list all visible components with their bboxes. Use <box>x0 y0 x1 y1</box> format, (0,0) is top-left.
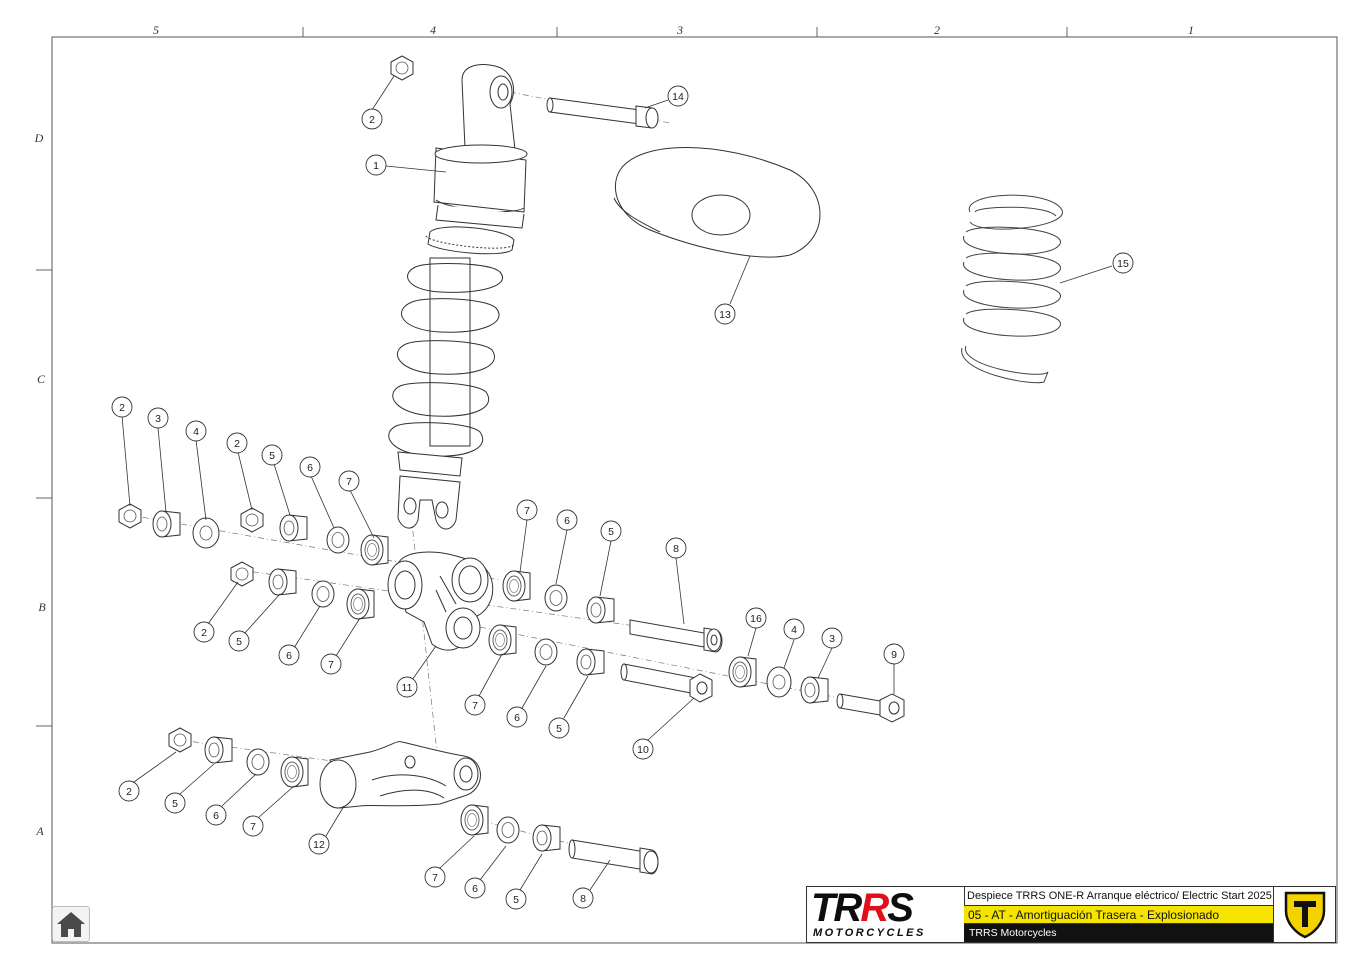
callout-6: 6 <box>213 810 219 822</box>
home-icon <box>57 912 85 937</box>
zone-column-3: 3 <box>676 23 683 37</box>
callout-2: 2 <box>234 438 240 450</box>
callout-5: 5 <box>608 526 614 538</box>
callout-8: 8 <box>580 893 586 905</box>
connecting-rod-link <box>319 741 481 809</box>
zone-column-2: 2 <box>934 23 940 37</box>
callout-1: 1 <box>373 160 379 172</box>
company-name: TRRS Motorcycles <box>964 924 1273 942</box>
linkage-hardware-lower-right <box>488 624 905 723</box>
callout-4: 4 <box>791 624 797 636</box>
trrs-logo: TRRS MOTORCYCLES <box>807 887 965 942</box>
callout-2: 2 <box>119 402 125 414</box>
callout-11: 11 <box>402 682 413 694</box>
callout-7: 7 <box>250 821 256 833</box>
zone-row-b: B <box>38 600 46 614</box>
callout-7: 7 <box>524 505 530 517</box>
callout-6: 6 <box>472 883 478 895</box>
title-block: TRRS MOTORCYCLES Despiece TRRS ONE-R Arr… <box>806 886 1336 943</box>
zone-row-c: C <box>37 372 46 386</box>
callout-7: 7 <box>472 700 478 712</box>
callout-15: 15 <box>1117 258 1129 270</box>
zone-column-1: 1 <box>1188 23 1194 37</box>
zone-labels: 5 4 3 2 1 D C B A <box>34 23 1194 838</box>
home-button[interactable] <box>52 906 90 942</box>
zone-row-d: D <box>34 131 44 145</box>
logo-wordmark: TRRS <box>811 886 914 930</box>
zone-row-a: A <box>35 824 44 838</box>
callout-7: 7 <box>328 659 334 671</box>
callout-10: 10 <box>637 744 649 756</box>
callout-8: 8 <box>673 543 679 555</box>
upper-cap-nut <box>390 55 414 81</box>
section-title: 05 - AT - Amortiguación Trasera - Explos… <box>964 906 1273 924</box>
callout-leaders <box>121 75 1113 891</box>
callout-16: 16 <box>750 613 762 625</box>
drawing-frame <box>36 27 1338 944</box>
callout-numbers: 1 2 14 13 15 2 3 4 2 5 6 7 2 5 6 7 11 7 … <box>119 91 1129 906</box>
rear-shock-absorber <box>388 64 528 530</box>
callout-5: 5 <box>236 636 242 648</box>
callout-7: 7 <box>346 476 352 488</box>
logo-letter-r: R <box>860 886 889 930</box>
logo-letters-tr: TR <box>811 886 862 930</box>
callout-4: 4 <box>193 426 199 438</box>
callout-6: 6 <box>514 712 520 724</box>
emblem-box <box>1273 887 1336 942</box>
callout-5: 5 <box>513 894 519 906</box>
coil-spring <box>961 194 1063 384</box>
callout-2: 2 <box>126 786 132 798</box>
linkage-hardware-middle-left <box>230 561 375 620</box>
trrs-shield-icon <box>1284 891 1326 939</box>
spring-seat-plate <box>613 147 821 258</box>
linkage-hardware-bottom-right <box>460 804 659 875</box>
callout-5: 5 <box>556 723 562 735</box>
logo-subtitle: MOTORCYCLES <box>813 927 926 939</box>
callout-6: 6 <box>286 650 292 662</box>
logo-letter-s: S <box>887 886 914 930</box>
callout-5: 5 <box>172 798 178 810</box>
linkage-hardware-upper-left <box>118 503 389 566</box>
callout-2: 2 <box>369 114 375 126</box>
callout-6: 6 <box>564 515 570 527</box>
callout-5: 5 <box>269 450 275 462</box>
callout-3: 3 <box>829 633 835 645</box>
callout-2: 2 <box>201 627 207 639</box>
rocker-linkage <box>387 551 494 651</box>
callout-14: 14 <box>672 91 684 103</box>
callout-9: 9 <box>891 649 897 661</box>
zone-column-4: 4 <box>430 23 436 37</box>
upper-mount-bolt <box>546 97 659 129</box>
callout-12: 12 <box>313 839 325 851</box>
callout-3: 3 <box>155 413 161 425</box>
document-title: Despiece TRRS ONE-R Arranque eléctrico/ … <box>964 887 1273 906</box>
callout-7: 7 <box>432 872 438 884</box>
zone-column-5: 5 <box>153 23 159 37</box>
callout-13: 13 <box>719 309 731 321</box>
callout-balloons <box>111 85 1134 910</box>
linkage-hardware-middle-right <box>502 570 723 653</box>
linkage-hardware-bottom-left <box>168 727 309 788</box>
callout-6: 6 <box>307 462 313 474</box>
